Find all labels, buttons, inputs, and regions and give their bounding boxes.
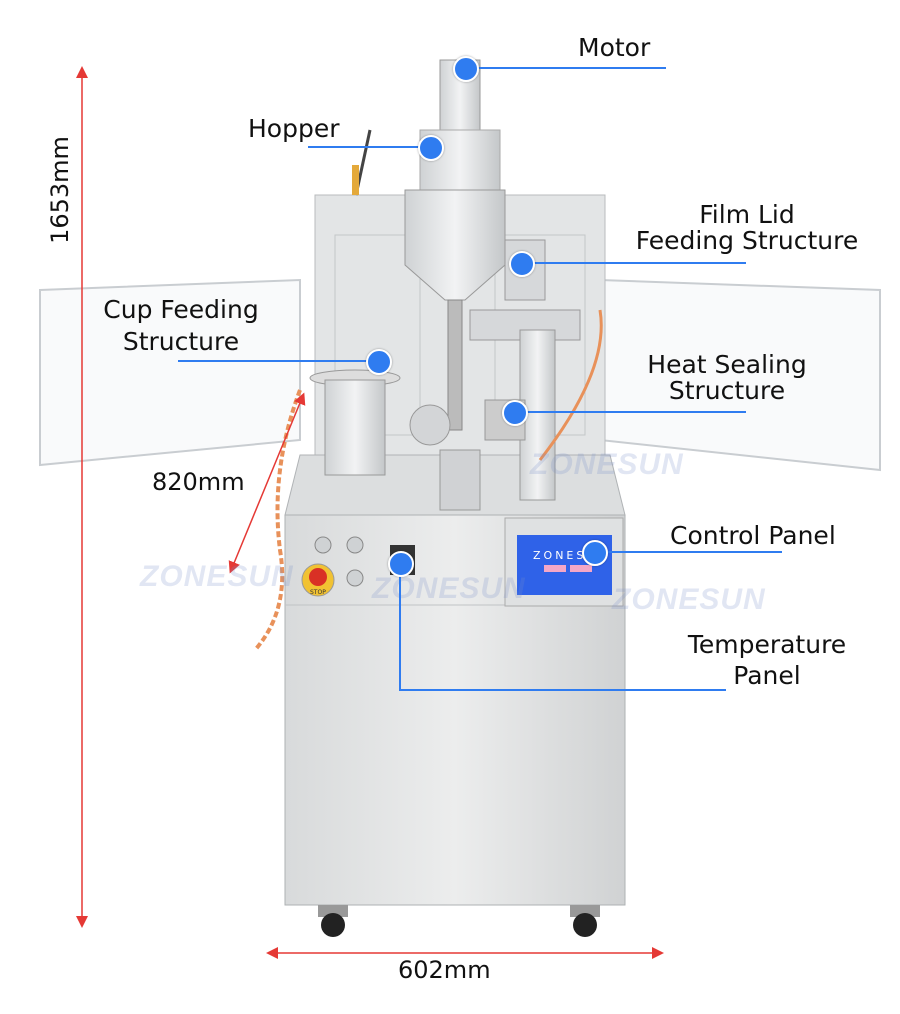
motor-callout-dot xyxy=(453,56,479,82)
watermark: ZONESUN xyxy=(372,572,526,605)
hopper-callout-dot xyxy=(418,135,444,161)
film-lid-callout-dot xyxy=(509,251,535,277)
film-lid-label-line1: Film Lid xyxy=(699,200,795,229)
heat-sealing-callout-line xyxy=(524,411,746,413)
temperature-panel-label-line2: Panel xyxy=(733,661,801,690)
temperature-panel-callout-dot xyxy=(388,551,414,577)
cup-feeding-label-line2: Structure xyxy=(122,327,240,356)
cup-feeding-label: Cup Feeding Structure xyxy=(90,297,272,355)
hopper-label: Hopper xyxy=(248,114,340,143)
motor-callout-line xyxy=(476,67,666,69)
motor-label: Motor xyxy=(578,33,651,62)
cup-feeding-label-line1: Cup Feeding xyxy=(103,295,259,324)
depth-dimension-line xyxy=(228,392,306,574)
stop-label: STOP xyxy=(310,589,326,596)
control-panel-callout-line xyxy=(604,551,782,553)
control-panel-callout-dot xyxy=(582,540,608,566)
film-lid-callout-line xyxy=(530,262,746,264)
watermark: ZONESUN xyxy=(530,448,684,481)
cup-feeding-callout-line xyxy=(178,360,368,362)
temperature-panel-label-line1: Temperature xyxy=(687,630,847,659)
heat-sealing-label-line1: Heat Sealing xyxy=(647,350,807,379)
cup-feeding-callout-dot xyxy=(366,349,392,375)
heat-sealing-callout-dot xyxy=(502,400,528,426)
heat-sealing-label-line2: Structure xyxy=(668,376,786,405)
watermark: ZONESUN xyxy=(140,560,294,593)
hopper-callout-line xyxy=(308,146,420,148)
film-lid-label: Film Lid Feeding Structure xyxy=(622,202,872,254)
control-panel-label: Control Panel xyxy=(670,521,836,550)
heat-sealing-label: Heat Sealing Structure xyxy=(636,352,818,404)
film-lid-label-line2: Feeding Structure xyxy=(635,226,859,255)
temperature-panel-callout-line-vertical xyxy=(399,570,401,690)
screen-brand: ZONES xyxy=(533,549,586,562)
temperature-panel-callout-line-horizontal xyxy=(399,689,726,691)
temperature-panel-label: Temperature Panel xyxy=(674,632,860,689)
watermark: ZONESUN xyxy=(612,583,766,616)
depth-dimension-label: 820mm xyxy=(152,468,245,496)
height-dimension-label: 1653mm xyxy=(46,136,74,244)
width-dimension-label: 602mm xyxy=(398,956,491,984)
